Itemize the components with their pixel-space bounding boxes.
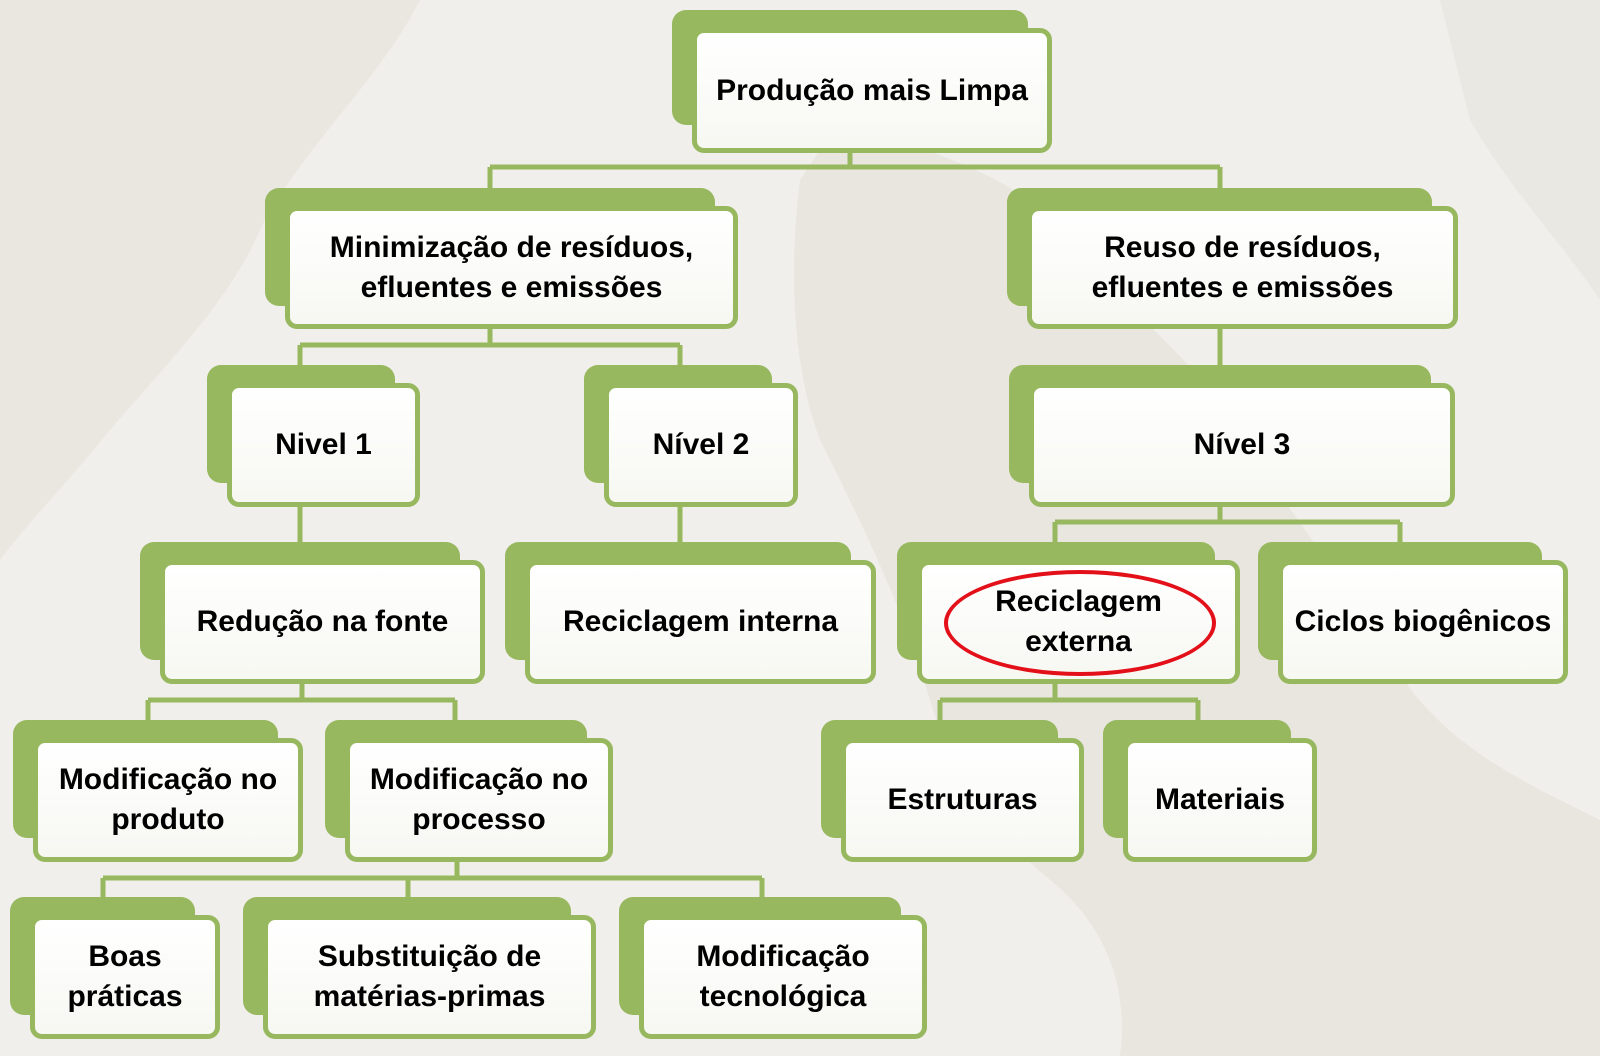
node-minimizacao-label: Minimização de resíduos, efluentes e emi… <box>285 206 738 329</box>
node-modificacao-tecnologica-label: Modificação tecnológica <box>639 915 927 1039</box>
node-reducao-label: Redução na fonte <box>160 560 485 684</box>
node-root-label: Produção mais Limpa <box>692 28 1052 153</box>
node-reciclagem-interna-label: Reciclagem interna <box>525 560 876 684</box>
node-modificacao-processo-label: Modificação no processo <box>345 738 613 862</box>
node-materiais-label: Materiais <box>1123 738 1317 862</box>
node-nivel1-label: Nivel 1 <box>227 383 420 507</box>
node-modificacao-produto-label: Modificação no produto <box>33 738 303 862</box>
node-reciclagem-externa-label: Reciclagem externa <box>917 560 1240 684</box>
node-nivel3-label: Nível 3 <box>1029 383 1455 507</box>
node-estruturas-label: Estruturas <box>841 738 1084 862</box>
node-ciclos-biogenicos-label: Ciclos biogênicos <box>1278 560 1568 684</box>
node-boas-praticas-label: Boas práticas <box>30 915 220 1039</box>
node-substituicao-label: Substituição de matérias-primas <box>263 915 596 1039</box>
node-nivel2-label: Nível 2 <box>604 383 798 507</box>
node-reuso-label: Reuso de resíduos, efluentes e emissões <box>1027 206 1458 329</box>
